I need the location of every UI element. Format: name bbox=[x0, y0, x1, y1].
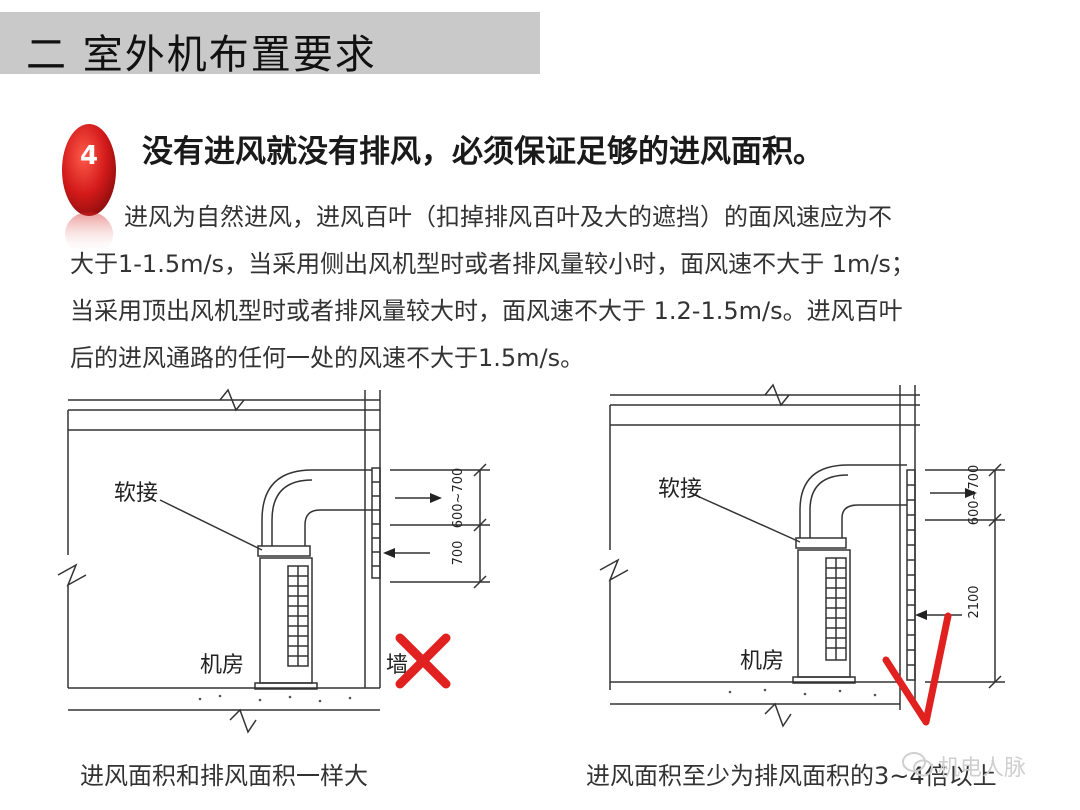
wechat-icon bbox=[902, 752, 933, 777]
left-caption: 进风面积和排风面积一样大 bbox=[80, 762, 368, 790]
paragraph-line: 进风为自然进风，进风百叶（扣掉排风百叶及大的遮挡）的面风速应为不 bbox=[124, 203, 892, 231]
right-caption: 进风面积至少为排风面积的3~4倍以上 bbox=[586, 762, 997, 790]
dimension-top: 600~700 bbox=[967, 465, 982, 526]
paragraph-line: 后的进风通路的任何一处的风速不大于1.5m/s。 bbox=[70, 344, 585, 372]
section-number-badge: 4 bbox=[60, 122, 118, 262]
paragraph-line: 大于1-1.5m/s，当采用侧出风机型时或者排风量较小时，面风速不大于 1m/s… bbox=[70, 250, 915, 278]
page-title: 二 室外机布置要求 bbox=[26, 32, 377, 78]
paragraph-line: 当采用顶出风机型时或者排风量较大时，面风速不大于 1.2-1.5m/s。进风百叶 bbox=[70, 297, 903, 325]
check-icon bbox=[882, 612, 952, 726]
watermark: 机电人脉 bbox=[902, 746, 1062, 782]
soft-joint-label: 软接 bbox=[114, 481, 158, 506]
dimension-bottom: 2100 bbox=[967, 585, 982, 618]
dimension-top: 600~700 bbox=[451, 468, 466, 529]
watermark-text: 机电人脉 bbox=[938, 756, 1027, 781]
wall-label: 墙 bbox=[386, 653, 408, 678]
dimension-bottom: 700 bbox=[451, 541, 466, 566]
section-number: 4 bbox=[80, 141, 98, 171]
right-diagram: 软接 机房 600~700 2100 bbox=[590, 370, 1030, 745]
cross-icon bbox=[395, 633, 451, 689]
section-heading: 没有进风就没有排风，必须保证足够的进风面积。 bbox=[142, 134, 824, 170]
machine-room-label: 机房 bbox=[200, 653, 244, 678]
section-paragraph: 进风为自然进风，进风百叶（扣掉排风百叶及大的遮挡）的面风速应为不 大于1-1.5… bbox=[70, 194, 1005, 382]
soft-joint-label: 软接 bbox=[658, 477, 702, 502]
machine-room-label: 机房 bbox=[740, 649, 784, 674]
left-diagram: 软接 机房 墙 600~700 700 bbox=[50, 370, 510, 745]
header-band: 二 室外机布置要求 bbox=[0, 12, 540, 78]
